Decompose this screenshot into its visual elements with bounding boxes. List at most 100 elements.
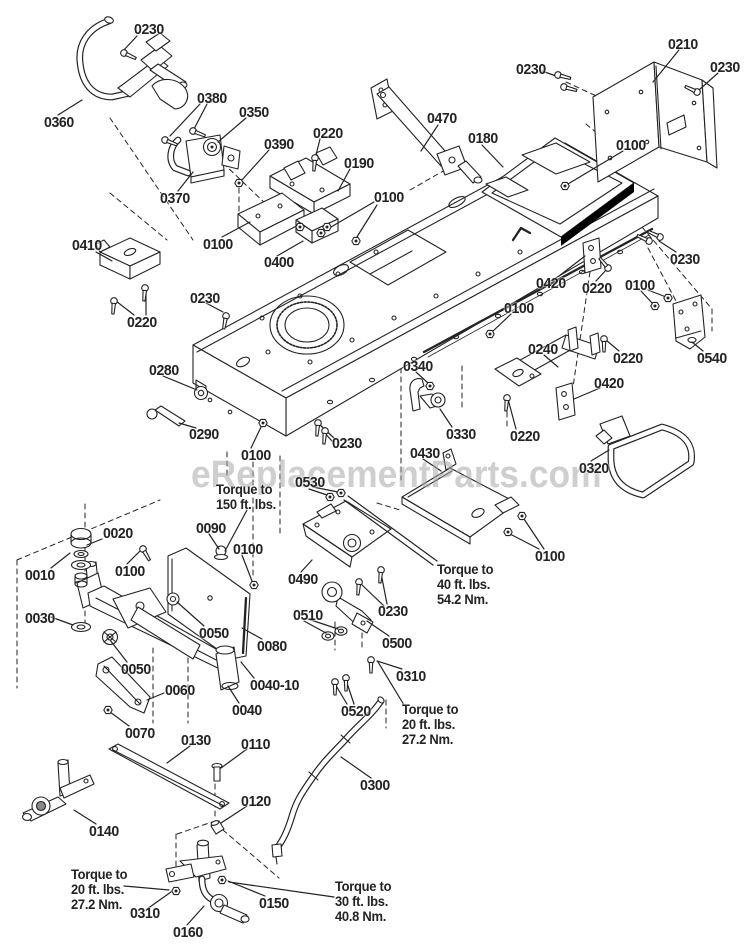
part-label-0310: 0310 (130, 905, 160, 922)
axle-plate (167, 547, 251, 660)
part-label-0340: 0340 (403, 358, 433, 375)
part-label-0130: 0130 (181, 732, 211, 749)
rear-panel (592, 61, 718, 183)
pivot-lever (409, 378, 446, 412)
part-label-0220: 0220 (510, 428, 540, 445)
part-label-0180: 0180 (468, 130, 498, 147)
leader-lines (50, 35, 719, 926)
part-label-0100: 0100 (233, 541, 263, 558)
hinge-plate-lower (555, 382, 576, 421)
part-label-0100: 0100 (203, 236, 233, 253)
part-label-0110: 0110 (241, 736, 271, 753)
part-label-0190: 0190 (344, 155, 374, 172)
part-label-0140: 0140 (89, 823, 119, 840)
torque-note-line: 20 ft. lbs. (71, 882, 125, 897)
part-label-0430: 0430 (410, 445, 440, 462)
part-label-0210: 0210 (668, 36, 698, 53)
part-label-0390: 0390 (264, 136, 294, 153)
part-label-0100: 0100 (241, 447, 271, 464)
part-label-0100: 0100 (535, 548, 565, 565)
spindle-right (165, 839, 250, 924)
part-label-0220: 0220 (582, 280, 612, 297)
part-label-0400: 0400 (264, 254, 294, 271)
torque-note-line: Torque to (437, 562, 494, 577)
part-label-0220: 0220 (613, 350, 643, 367)
watermark: eReplacementParts.com (191, 454, 602, 496)
idler-bracket (167, 134, 241, 184)
part-label-0100: 0100 (115, 563, 145, 580)
support-plate (401, 448, 520, 545)
torque-note-line: 27.2 Nm. (71, 897, 123, 912)
drag-link-fittings (210, 762, 225, 835)
part-label-0320: 0320 (579, 460, 609, 477)
part-label-0470: 0470 (427, 110, 457, 127)
part-label-0230: 0230 (332, 435, 362, 452)
part-label-0100: 0100 (625, 277, 655, 294)
part-label-0370: 0370 (160, 190, 190, 207)
part-label-0230: 0230 (710, 59, 740, 76)
part-label-0230: 0230 (190, 290, 220, 307)
torque-note-line: 20 ft. lbs. (402, 717, 456, 732)
seat-support-frame (481, 137, 635, 246)
part-label-0350: 0350 (239, 104, 269, 121)
part-label-0240: 0240 (528, 341, 558, 358)
part-label-0050: 0050 (199, 625, 229, 642)
part-label-0030: 0030 (25, 610, 55, 627)
part-label-0520: 0520 (341, 703, 371, 720)
torque-note-line: 30 ft. lbs. (335, 894, 389, 909)
part-label-0040: 0040 (232, 702, 262, 719)
part-label-0330: 0330 (446, 426, 476, 443)
parts (21, 16, 718, 924)
idler-arm (321, 581, 374, 634)
part-label-0530: 0530 (295, 474, 325, 491)
part-label-0410: 0410 (72, 237, 102, 254)
part-label-0420: 0420 (536, 275, 566, 292)
part-label-0070: 0070 (125, 725, 155, 742)
torque-note-line: Torque to (216, 482, 273, 497)
tie-rod (108, 743, 230, 810)
part-label-0540: 0540 (697, 350, 727, 367)
part-label-0230: 0230 (516, 61, 546, 78)
part-label-0020: 0020 (103, 525, 133, 542)
hinge-plate-upper (582, 237, 602, 274)
stabilizer-strap (95, 656, 151, 714)
part-label-0100: 0100 (616, 137, 646, 154)
part-label-0490: 0490 (288, 571, 318, 588)
side-plate (672, 294, 706, 350)
main-frame (192, 137, 659, 437)
torque-note-line: Torque to (402, 702, 459, 717)
torque-note-line: 40 ft. lbs. (437, 577, 491, 592)
spindle-left (21, 758, 95, 822)
drag-link (271, 696, 385, 865)
support-bracket-lower (237, 192, 339, 246)
cap-washer-stack (70, 527, 92, 633)
part-label-0160: 0160 (173, 924, 203, 941)
part-label-0280: 0280 (149, 362, 179, 379)
part-label-0230: 0230 (134, 21, 164, 38)
part-label-0040-10: 0040-10 (250, 677, 300, 694)
part-label-0120: 0120 (241, 793, 271, 810)
bumper-hoop (595, 415, 696, 499)
torque-note-line: 150 ft. lbs. (216, 497, 276, 512)
front-bracket (95, 237, 161, 280)
part-label-0300: 0300 (360, 777, 390, 794)
part-label-0420: 0420 (594, 375, 624, 392)
part-label-0230: 0230 (670, 251, 700, 268)
part-label-0510: 0510 (293, 607, 323, 624)
torque-note-line: 54.2 Nm. (437, 592, 489, 607)
part-label-0080: 0080 (257, 638, 287, 655)
torque-note-line: Torque to (71, 867, 128, 882)
front-axle (76, 560, 240, 691)
part-label-0010: 0010 (25, 567, 55, 584)
part-label-0050: 0050 (121, 661, 151, 678)
lift-arm (370, 78, 483, 184)
part-label-0220: 0220 (127, 314, 157, 331)
part-label-0310: 0310 (396, 668, 426, 685)
